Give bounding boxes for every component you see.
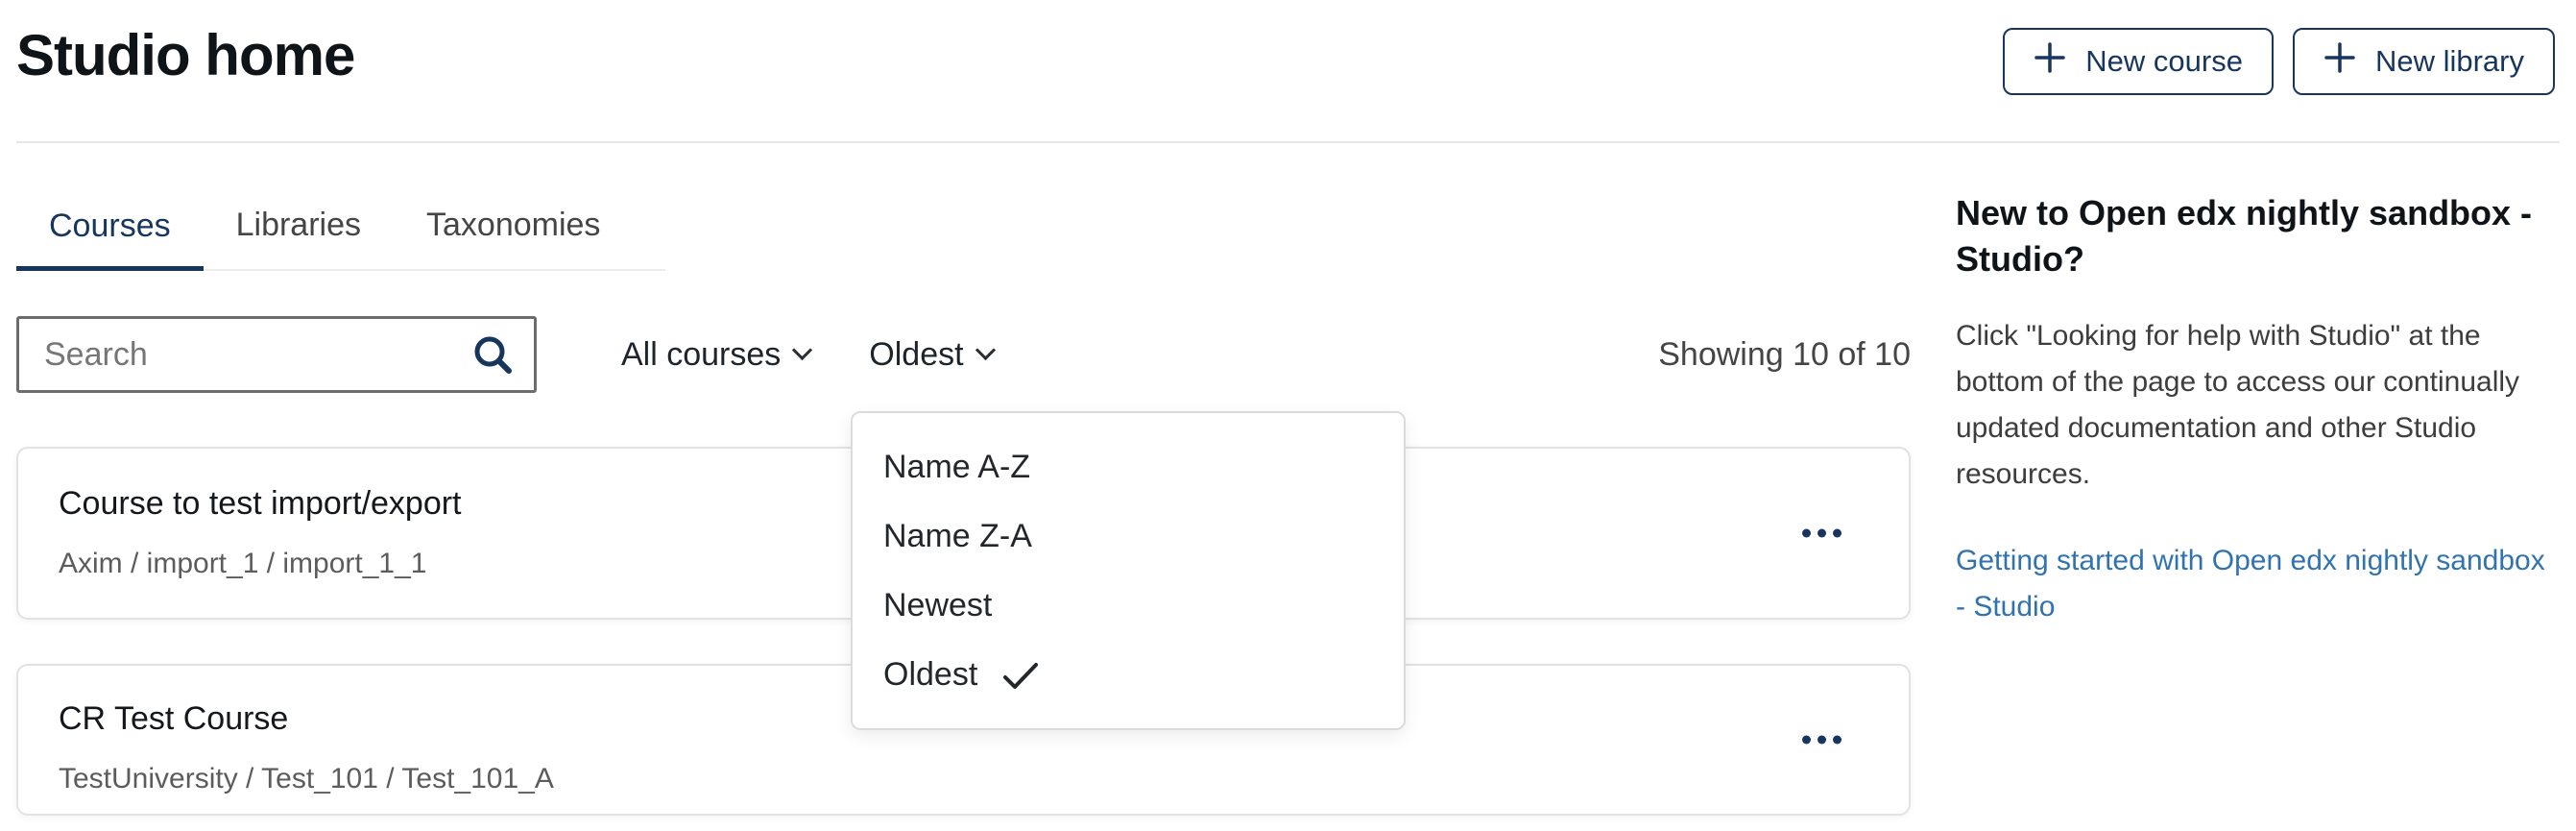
search-icon[interactable]: [471, 333, 514, 376]
page-title: Studio home: [16, 23, 355, 87]
new-library-label: New library: [2374, 44, 2524, 78]
chevron-down-icon: [975, 339, 996, 360]
tab-courses[interactable]: Courses: [16, 189, 204, 271]
ellipsis-horizontal-icon: [1802, 528, 1811, 538]
courses-toolbar: All courses Oldest Showing 10 of 10: [16, 316, 1911, 393]
sort-option-newest[interactable]: Newest: [853, 571, 1404, 640]
search-box: [16, 316, 537, 393]
help-panel-body: Click "Looking for help with Studio" at …: [1956, 320, 2520, 490]
course-menu-button[interactable]: [1789, 516, 1855, 551]
sort-dropdown[interactable]: Oldest: [869, 335, 996, 374]
header-divider: [16, 141, 2560, 143]
tab-taxonomies[interactable]: Taxonomies: [394, 189, 633, 269]
tab-bar: Courses Libraries Taxonomies: [16, 189, 665, 271]
tab-libraries[interactable]: Libraries: [204, 189, 394, 269]
help-panel: New to Open edx nightly sandbox - Studio…: [1956, 143, 2555, 816]
new-course-button[interactable]: New course: [2003, 28, 2274, 95]
plus-icon: [2323, 41, 2356, 82]
sort-menu: Name A-Z Name Z-A Newest Oldest: [851, 411, 1406, 730]
course-menu-button[interactable]: [1789, 722, 1855, 758]
new-course-label: New course: [2085, 44, 2243, 78]
check-icon: [1002, 662, 1039, 691]
page-header: Studio home New course New library: [0, 0, 2576, 95]
sort-option-name-za[interactable]: Name Z-A: [853, 501, 1404, 571]
getting-started-link[interactable]: Getting started with Open edx nightly sa…: [1956, 545, 2545, 623]
new-library-button[interactable]: New library: [2292, 28, 2555, 95]
course-org-path: Axim / import_1 / import_1_1: [59, 548, 427, 579]
sort-option-name-az[interactable]: Name A-Z: [853, 432, 1404, 501]
search-input[interactable]: [16, 316, 537, 393]
ellipsis-horizontal-icon: [1802, 735, 1811, 745]
sort-label: Oldest: [869, 335, 964, 373]
help-panel-heading: New to Open edx nightly sandbox - Studio…: [1956, 193, 2533, 279]
header-actions: New course New library: [2003, 28, 2555, 95]
course-org-path: TestUniversity / Test_101 / Test_101_A: [59, 763, 554, 794]
showing-count: Showing 10 of 10: [1658, 335, 1911, 373]
course-title: Course to test import/export: [59, 485, 462, 522]
course-title: CR Test Course: [59, 700, 289, 737]
org-filter-label: All courses: [621, 335, 782, 373]
sort-option-oldest[interactable]: Oldest: [853, 640, 1404, 709]
plus-icon: [2034, 41, 2066, 82]
org-filter-dropdown[interactable]: All courses: [621, 335, 813, 374]
chevron-down-icon: [792, 339, 813, 360]
